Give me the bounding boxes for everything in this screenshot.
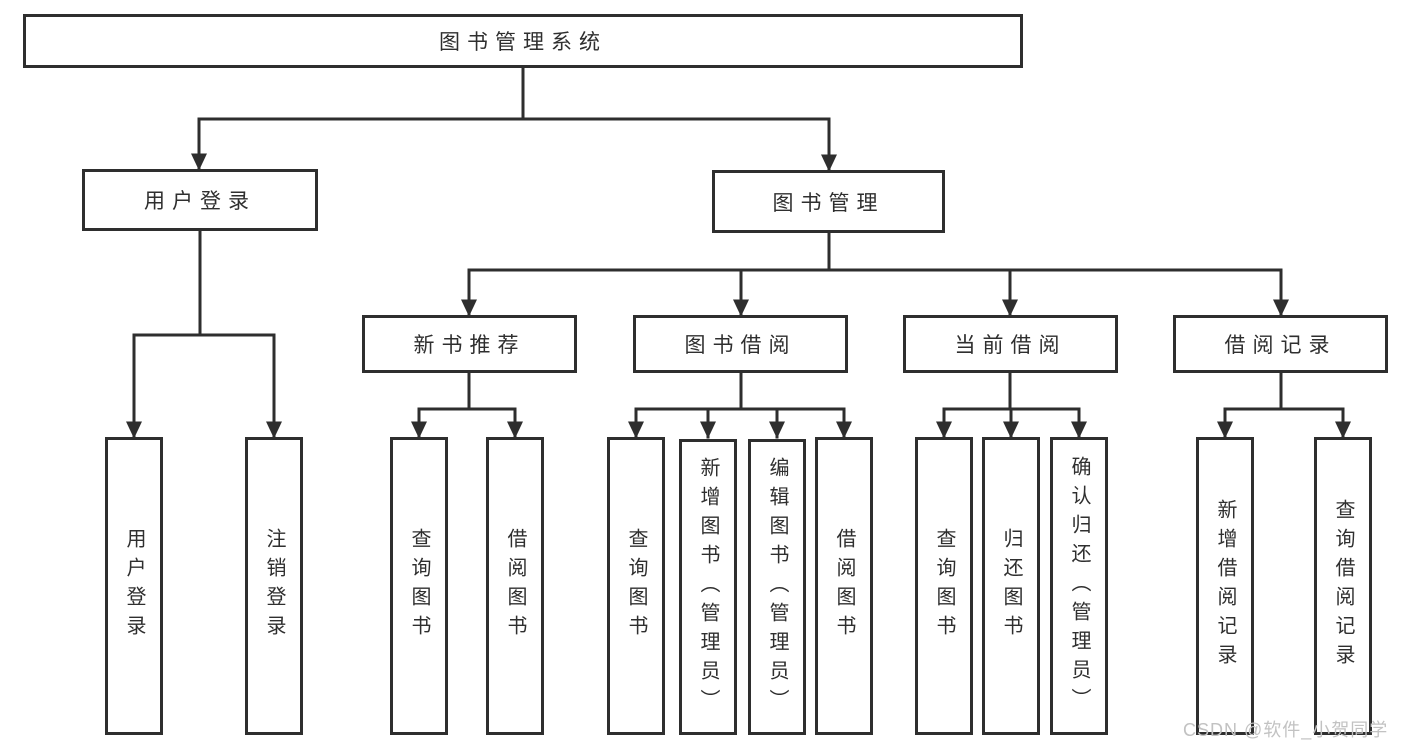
leaf-edit-book-admin: 编辑图书（管理员） (748, 439, 806, 735)
leaf-query-books-under-new-book: 查询图书 (390, 437, 448, 735)
leaf-borrow-books-under-new-book: 借阅图书 (486, 437, 544, 735)
node-book-borrow: 图书借阅 (633, 315, 848, 373)
edges-book-borrow (628, 371, 852, 439)
edges-user-login (126, 229, 282, 439)
leaf-user-login: 用户登录 (105, 437, 163, 735)
node-root: 图书管理系统 (23, 14, 1023, 68)
node-borrow-records: 借阅记录 (1173, 315, 1388, 373)
edges-root (191, 66, 837, 172)
node-book-management: 图书管理 (712, 170, 945, 233)
leaf-confirm-return-admin: 确认归还（管理员） (1050, 437, 1108, 735)
node-user-login: 用户登录 (82, 169, 318, 231)
csdn-watermark: CSDN @软件_小贺同学 (1183, 720, 1389, 740)
edges-borrow-records (1217, 371, 1351, 439)
leaf-query-borrow-record: 查询借阅记录 (1314, 437, 1372, 735)
node-new-book-recommend: 新书推荐 (362, 315, 577, 373)
leaf-borrow-books-under-book-borrow: 借阅图书 (815, 437, 873, 735)
edges-new-book-recommend (411, 371, 523, 439)
leaf-logout: 注销登录 (245, 437, 303, 735)
leaf-query-books-under-current-borrow: 查询图书 (915, 437, 973, 735)
edges-current-borrow (936, 371, 1087, 439)
edges-book-management (461, 231, 1289, 317)
leaf-return-books: 归还图书 (982, 437, 1040, 735)
leaf-query-books-under-book-borrow: 查询图书 (607, 437, 665, 735)
leaf-add-borrow-record: 新增借阅记录 (1196, 437, 1254, 735)
leaf-add-book-admin: 新增图书（管理员） (679, 439, 737, 735)
node-current-borrow: 当前借阅 (903, 315, 1118, 373)
